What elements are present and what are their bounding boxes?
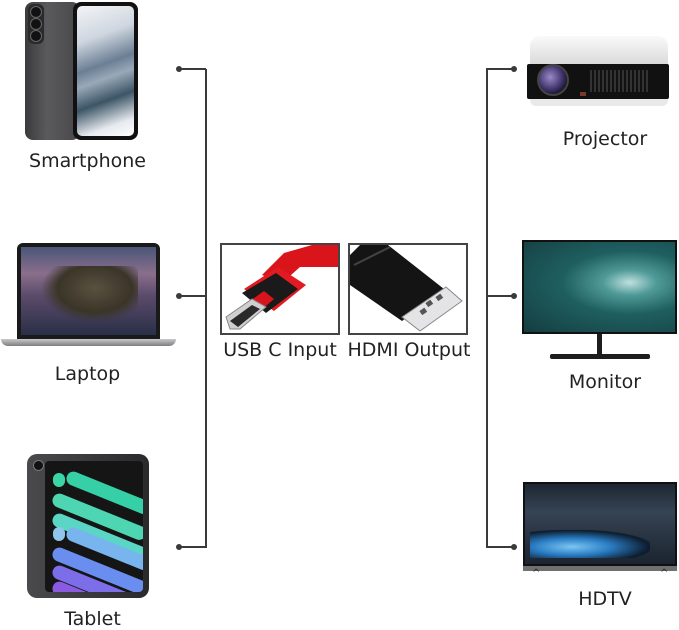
tablet-label: Tablet [64, 608, 121, 630]
hdtv-node-dot [511, 544, 517, 550]
tablet-screen [45, 461, 143, 592]
monitor-stand-neck [597, 334, 602, 354]
hdtv-right-foot: ^ [660, 568, 669, 579]
tablet-node-dot [176, 544, 182, 550]
hdtv-left-foot: ^ [532, 568, 541, 579]
projector-lens-icon [537, 64, 569, 96]
projector-vent [590, 70, 650, 92]
smartphone-node-dot [176, 66, 182, 72]
projector-label: Projector [562, 128, 648, 150]
smartphone-connector-line [179, 68, 206, 70]
monitor-label: Monitor [568, 371, 642, 393]
monitor-stand-foot [550, 354, 650, 359]
hdtv-screen [523, 482, 677, 566]
hdtv-connector-line [487, 546, 514, 548]
hdtv-bezel [523, 566, 677, 571]
monitor-node-dot [511, 293, 517, 299]
camera-module-icon [28, 4, 44, 44]
projector-indicator [580, 92, 586, 96]
monitor-connector-line [487, 295, 514, 297]
projector-node-dot [511, 66, 517, 72]
laptop-label: Laptop [54, 363, 121, 385]
usb-c-input-label: USB C Input [223, 339, 337, 361]
laptop-connector-line [179, 295, 206, 297]
usb-c-connector-icon [225, 245, 338, 330]
projector-base [530, 99, 668, 106]
tablet-connector-line [179, 546, 206, 548]
tablet-camera-icon [33, 460, 44, 471]
hdmi-output-label: HDMI Output [347, 339, 471, 361]
projector-top [530, 36, 668, 66]
laptop-base [1, 339, 176, 346]
hdtv-label: HDTV [578, 588, 632, 610]
monitor-screen [522, 240, 677, 334]
hdmi-connector-icon [350, 245, 463, 332]
laptop-wallpaper-island [42, 266, 138, 322]
phone-screen [77, 6, 134, 136]
projector-connector-line [487, 68, 514, 70]
usb-c-connector-box [220, 243, 340, 335]
hdmi-connector-box [348, 243, 468, 335]
left-bus-line [205, 69, 207, 548]
right-bus-line [486, 68, 488, 548]
hdtv-race-car-graphic [530, 530, 650, 558]
laptop-node-dot [176, 293, 182, 299]
smartphone-label: Smartphone [29, 150, 146, 172]
